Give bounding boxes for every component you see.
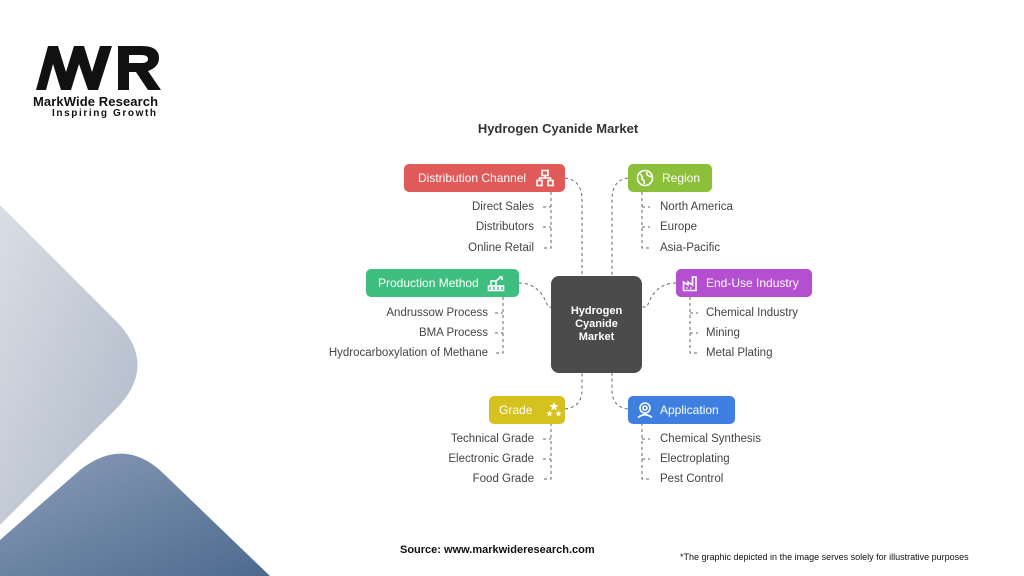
stars-icon [545, 401, 563, 419]
brand-logo [36, 46, 161, 90]
list-item: Online Retail [468, 242, 534, 254]
category-distribution-channel: Distribution Channel [404, 164, 565, 192]
list-item: Direct Sales [472, 201, 534, 213]
globe-icon [636, 169, 654, 187]
list-item: Europe [660, 221, 698, 233]
list-item: Andrussow Process [386, 307, 488, 319]
list-item: Metal Plating [706, 347, 773, 359]
list-item: Mining [706, 327, 740, 339]
category-label: End-Use Industry [706, 276, 799, 290]
category-region: Region [628, 164, 712, 192]
diagram-title: Hydrogen Cyanide Market [477, 121, 639, 136]
category-label: Grade [499, 403, 533, 417]
list-item: Asia-Pacific [660, 242, 721, 254]
brand-name: MarkWide Research [33, 94, 159, 109]
application-gear-icon [636, 401, 654, 419]
category-end-use-industry: End-Use Industry [676, 269, 812, 297]
list-item: Pest Control [660, 473, 724, 485]
center-label: Hydrogen Cyanide Market [570, 305, 623, 343]
center-node: Hydrogen Cyanide Market [551, 276, 642, 373]
list-item: Distributors [475, 221, 534, 233]
list-item: Food Grade [472, 473, 534, 485]
list-item: Technical Grade [450, 433, 534, 445]
source-link: Source: www.markwideresearch.com [400, 544, 595, 556]
category-label: Production Method [378, 276, 479, 290]
disclaimer-note: *The graphic depicted in the image serve… [680, 552, 969, 562]
factory-process-icon [487, 274, 505, 292]
list-item: BMA Process [418, 327, 488, 339]
category-application: Application [628, 396, 735, 424]
category-grade: Grade [489, 396, 565, 424]
category-production-method: Production Method [366, 269, 519, 297]
list-item: North America [660, 201, 733, 213]
category-label: Distribution Channel [418, 171, 527, 185]
industry-icon [682, 274, 700, 292]
list-item: Chemical Industry [706, 307, 799, 319]
list-item: Electronic Grade [448, 453, 534, 465]
list-item: Hydrocarboxylation of Methane [328, 347, 488, 359]
category-label: Region [662, 171, 701, 185]
brand-tagline: Inspiring Growth [52, 108, 158, 119]
list-item: Electroplating [660, 453, 730, 465]
category-label: Application [660, 403, 719, 417]
list-item: Chemical Synthesis [660, 433, 761, 445]
distribution-network-icon [536, 169, 554, 187]
